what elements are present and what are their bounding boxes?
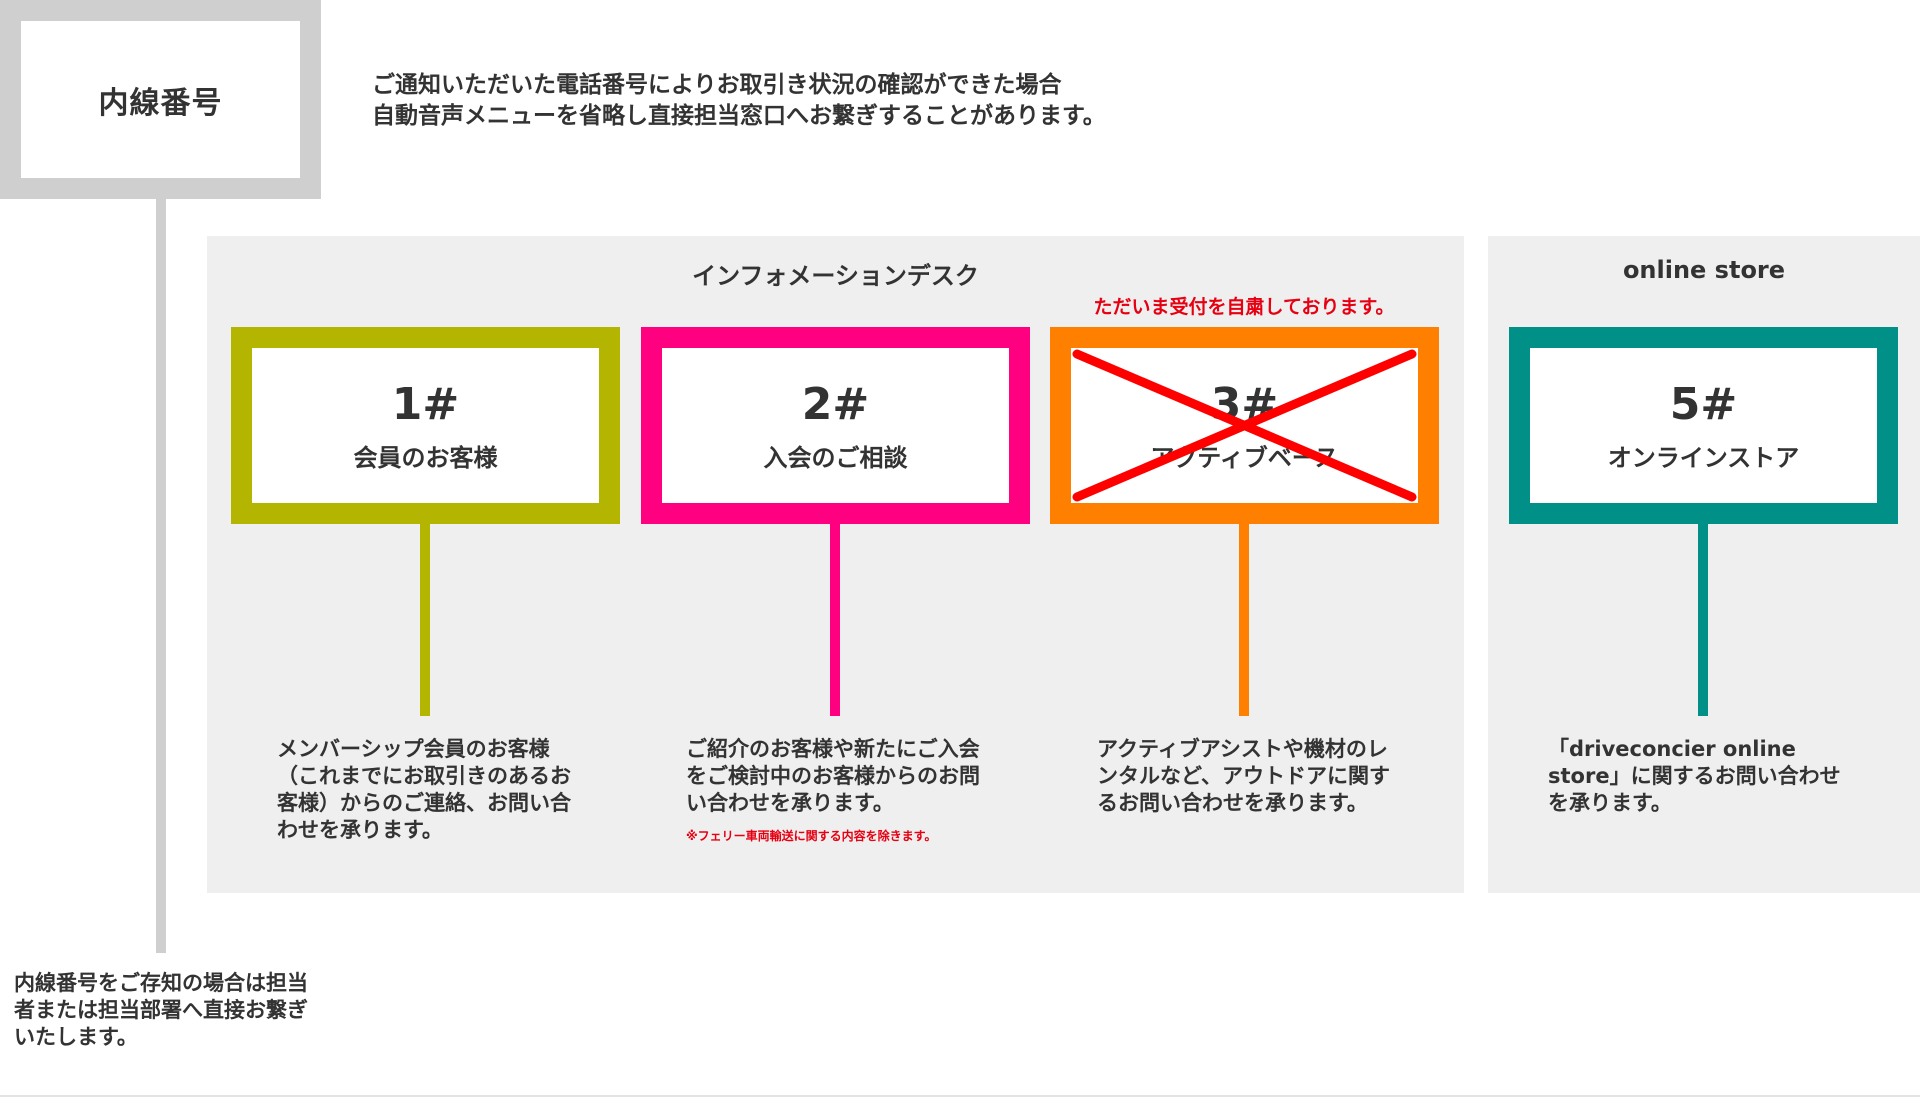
- option-connector-3: [1239, 524, 1249, 716]
- bottom-divider: [0, 1095, 1920, 1097]
- option-connector-2: [830, 524, 840, 716]
- option-description-1: メンバーシップ会員のお客様（これまでにお取引きのあるお客様）からのご連絡、お問い…: [277, 737, 571, 842]
- option-card-1: 1# 会員のお客様: [231, 327, 620, 524]
- suspended-cross-icon: [1072, 349, 1417, 502]
- option-card-5: 5# オンラインストア: [1509, 327, 1898, 524]
- suspend-note: ただいま受付を自粛しております。: [1093, 296, 1395, 318]
- option-footnote: ※フェリー車両輸送に関する内容を除きます。: [686, 829, 937, 843]
- option-connector-5: [1698, 524, 1708, 716]
- online-store-title: online store: [1622, 256, 1786, 284]
- routing-notice: ご通知いただいた電話番号によりお取引き状況の確認ができた場合 自動音声メニューを…: [372, 70, 1272, 132]
- option-number: 5#: [1669, 379, 1738, 430]
- extension-title: 内線番号: [98, 85, 223, 121]
- option-label: オンラインストア: [1607, 444, 1800, 472]
- routing-notice-line-2: 自動音声メニューを省略し直接担当窓口へお繋ぎすることがあります。: [372, 103, 1106, 129]
- option-connector-1: [420, 524, 430, 716]
- option-card-3: 3# アクティブベース: [1050, 327, 1439, 524]
- option-description-3: アクティブアシストや機材のレンタルなど、アウトドアに関するお問い合わせを承ります…: [1097, 737, 1390, 815]
- option-description-2: ご紹介のお客様や新たにご入会をご検討中のお客様からのお問い合わせを承ります。 ※…: [686, 736, 996, 850]
- option-label: 入会のご相談: [763, 444, 908, 472]
- routing-notice-line-1: ご通知いただいた電話番号によりお取引き状況の確認ができた場合: [372, 72, 1062, 98]
- option-number: 2#: [801, 379, 870, 430]
- option-label: 会員のお客様: [353, 444, 498, 472]
- extension-box: 内線番号: [0, 0, 321, 199]
- info-desk-title: インフォメーションデスク: [692, 262, 979, 290]
- option-number: 1#: [391, 379, 460, 430]
- extension-connector-line: [156, 199, 166, 953]
- option-card-2: 2# 入会のご相談: [641, 327, 1030, 524]
- option-description-5: 「driveconcier online store」に関するお問い合わせを承り…: [1548, 737, 1841, 815]
- extension-description: 内線番号をご存知の場合は担当者または担当部署へ直接お繋ぎいたします。: [14, 971, 308, 1049]
- option-description-text: ご紹介のお客様や新たにご入会をご検討中のお客様からのお問い合わせを承ります。: [686, 737, 980, 815]
